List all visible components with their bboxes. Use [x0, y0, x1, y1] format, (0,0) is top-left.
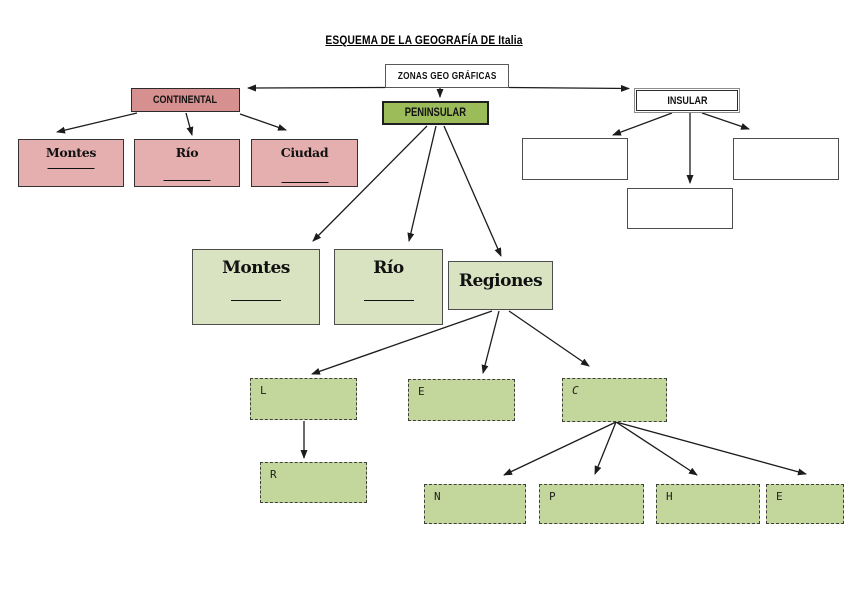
arrow-c-to-e: [615, 421, 807, 476]
ciudad-blank-line[interactable]: [281, 182, 328, 183]
region-p-letter: P: [549, 490, 556, 503]
peninsular-montes-box: Montes: [192, 249, 320, 325]
peninsular-montes-blank-line[interactable]: [231, 300, 281, 301]
peninsular-rio-label: Río: [373, 258, 404, 278]
arrow-peninsular-to-montes: [312, 125, 428, 242]
arrow-c-to-p: [594, 421, 617, 475]
region-n-letter: N: [434, 490, 441, 503]
arrow-c-to-h: [615, 421, 698, 476]
region-c-letter: C: [572, 384, 579, 397]
peninsular-rio-box: Río: [334, 249, 443, 325]
arrow-regiones-to-e: [481, 310, 500, 374]
arrow-root-to-continental: [247, 84, 386, 92]
arrow-regiones-to-c: [508, 310, 590, 367]
region-box-r[interactable]: R: [260, 462, 367, 503]
peninsular-label: PENINSULAR: [404, 107, 467, 119]
arrow-peninsular-to-regiones: [443, 125, 502, 257]
region-l-letter: L: [260, 384, 267, 397]
region-h-letter: H: [666, 490, 673, 503]
branch-peninsular: PENINSULAR: [382, 101, 489, 125]
region-e-letter: E: [418, 385, 425, 398]
root-box-zonas-geograficas: ZONAS GEO GRÁFICAS: [385, 64, 509, 88]
region-box-e2[interactable]: E: [766, 484, 844, 524]
page-title-text: ESQUEMA DE LA GEOGRAFÍA DE Italia: [325, 33, 523, 47]
rio-blank-line[interactable]: [163, 180, 211, 181]
arrow-insular-to-right-box: [701, 112, 750, 130]
arrow-continental-to-rio: [185, 112, 194, 136]
region-box-h[interactable]: H: [656, 484, 760, 524]
branch-continental: CONTINENTAL: [131, 88, 240, 112]
regiones-label: Regiones: [458, 271, 543, 291]
continental-montes-box: Montes: [18, 139, 124, 187]
insular-child-box-right[interactable]: [733, 138, 839, 180]
region-box-p[interactable]: P: [539, 484, 644, 524]
arrow-continental-to-ciudad: [239, 113, 287, 131]
insular-child-box-left[interactable]: [522, 138, 628, 180]
arrow-regiones-to-l: [311, 310, 493, 375]
continental-rio-label: Río: [175, 145, 199, 160]
continental-montes-label: Montes: [45, 145, 97, 160]
insular-child-box-middle[interactable]: [627, 188, 733, 229]
continental-label: CONTINENTAL: [153, 94, 218, 106]
region-e2-letter: E: [776, 490, 783, 503]
regiones-box: Regiones: [448, 261, 553, 310]
arrow-insular-to-left-box: [612, 112, 673, 136]
root-label: ZONAS GEO GRÁFICAS: [397, 70, 497, 82]
page-title: ESQUEMA DE LA GEOGRAFÍA DE Italia: [0, 31, 848, 49]
arrow-peninsular-to-rio: [407, 125, 437, 242]
arrow-continental-to-montes: [56, 112, 138, 134]
insular-label: INSULAR: [666, 94, 708, 107]
arrow-root-to-insular: [508, 84, 630, 92]
peninsular-montes-label: Montes: [222, 258, 290, 278]
continental-rio-box: Río: [134, 139, 240, 187]
arrow-c-to-n: [503, 421, 617, 476]
branch-insular: INSULAR: [634, 88, 740, 113]
montes-blank-line[interactable]: [47, 168, 95, 169]
continental-ciudad-box: Ciudad: [251, 139, 358, 187]
region-box-l[interactable]: L: [250, 378, 357, 420]
peninsular-rio-blank-line[interactable]: [363, 300, 414, 301]
region-r-letter: R: [270, 468, 277, 481]
region-box-n[interactable]: N: [424, 484, 526, 524]
continental-ciudad-label: Ciudad: [280, 145, 329, 160]
region-box-c[interactable]: C: [562, 378, 667, 422]
region-box-e[interactable]: E: [408, 379, 515, 421]
